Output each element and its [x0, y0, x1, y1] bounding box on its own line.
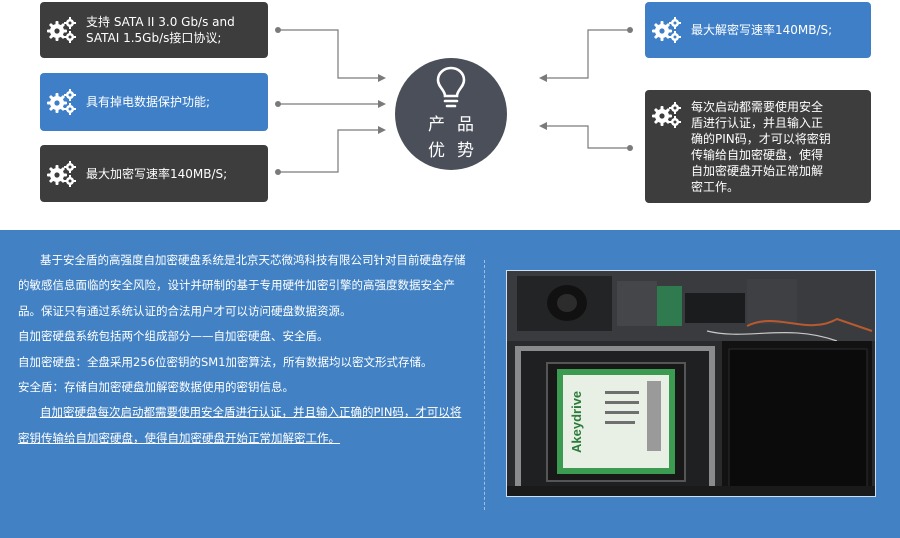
feature-decrypt-speed: 最大解密写速率140MB/S; [645, 2, 871, 58]
description-paragraph: 基于安全盾的高强度自加密硬盘系统是北京天芯微鸿科技有限公司针对目前硬盘存储的敏感… [18, 253, 466, 318]
description-paragraph: 自加密硬盘系统包括两个组成部分——自加密硬盘、安全盾。 [18, 329, 329, 344]
gears-icon [47, 17, 76, 43]
laptop-ssd-photo: Akeydrive [506, 270, 876, 497]
section-divider [484, 260, 485, 510]
laptop-internal-image: Akeydrive [507, 271, 875, 496]
center-title-line1: 产品 [428, 115, 486, 135]
feature-text: 最大加密写速率140MB/S; [86, 166, 228, 181]
ssd-label-brand: Akeydrive [569, 391, 584, 453]
gears-icon [652, 17, 681, 43]
center-title-line2: 优势 [428, 141, 486, 161]
gears-icon [652, 102, 681, 128]
feature-text: 具有掉电数据保护功能; [86, 95, 211, 109]
features-section: 支持 SATA II 3.0 Gb/s and SATAI 1.5Gb/s接口协… [0, 0, 900, 230]
description-paragraph: 自加密硬盘每次启动都需要使用安全盾进行认证，并且输入正确的PIN码，才可以将密钥… [18, 405, 462, 445]
connector-lines [275, 27, 633, 175]
feature-power-protection: 具有掉电数据保护功能; [40, 73, 268, 131]
description-paragraph: 自加密硬盘：全盘采用256位密钥的SM1加密算法，所有数据均以密文形式存储。 [18, 354, 433, 369]
lightbulb-icon [436, 66, 466, 108]
description-text: 基于安全盾的高强度自加密硬盘系统是北京天芯微鸿科技有限公司针对目前硬盘存储的敏感… [18, 248, 470, 451]
product-advantage-circle: 产品 优势 [395, 58, 507, 170]
feature-text: 最大解密写速率140MB/S; [691, 23, 833, 37]
description-section: 基于安全盾的高强度自加密硬盘系统是北京天芯微鸿科技有限公司针对目前硬盘存储的敏感… [0, 230, 900, 538]
feature-sata-interface: 支持 SATA II 3.0 Gb/s and SATAI 1.5Gb/s接口协… [40, 2, 268, 58]
description-paragraph: 安全盾：存储自加密硬盘加解密数据使用的密钥信息。 [18, 380, 294, 395]
feature-text: 支持 SATA II 3.0 Gb/s and SATAI 1.5Gb/s接口协… [86, 15, 235, 45]
gears-icon [47, 160, 76, 187]
feature-encrypt-speed: 最大加密写速率140MB/S; [40, 145, 268, 202]
feature-text: 每次启动都需要使用安全 盾进行认证，并且输入正 确的PIN码，才可以将密钥 传输… [691, 100, 831, 194]
gears-icon [47, 89, 76, 115]
feature-authentication: 每次启动都需要使用安全 盾进行认证，并且输入正 确的PIN码，才可以将密钥 传输… [645, 90, 871, 203]
